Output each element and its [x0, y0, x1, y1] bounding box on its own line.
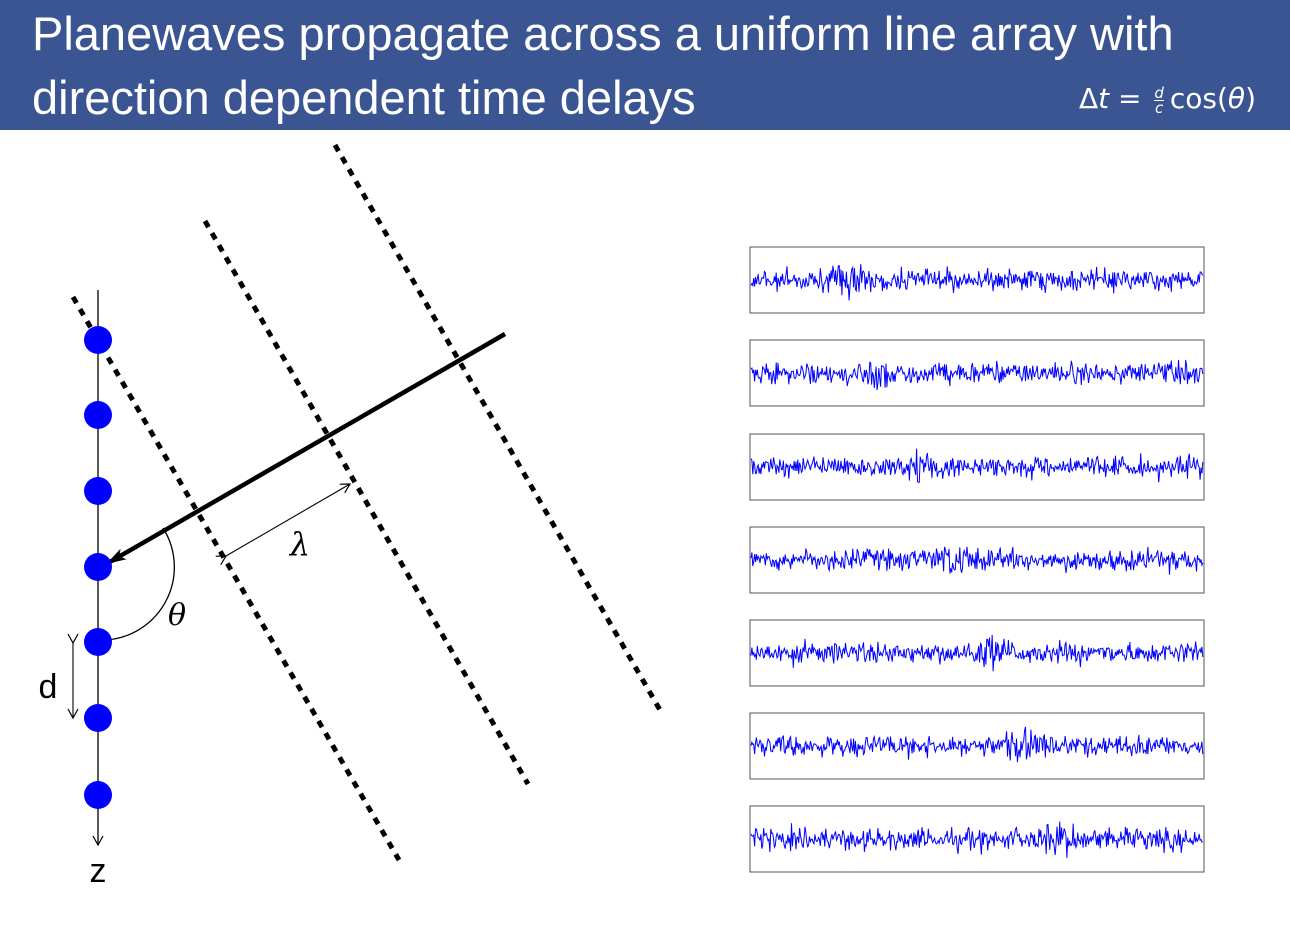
trace-panel-3 — [749, 433, 1205, 501]
formula-close: ) — [1245, 82, 1256, 115]
slide-title-line-1: Planewaves propagate across a uniform li… — [32, 7, 1174, 60]
formula-cos: cos( — [1169, 82, 1228, 115]
formula-denominator: c — [1154, 98, 1164, 117]
trace-panel-5 — [749, 619, 1205, 687]
formula-t: t — [1098, 82, 1110, 115]
propagation-arrow — [106, 332, 507, 565]
trace-signal — [750, 359, 1204, 391]
trace-signal — [750, 821, 1204, 858]
sensor-5 — [84, 628, 112, 656]
trace-panel-2 — [749, 339, 1205, 407]
sensor-group — [84, 326, 112, 809]
sensor-2 — [84, 401, 112, 429]
wavefront-1 — [70, 295, 402, 862]
theta-arc — [97, 527, 175, 641]
trace-signal — [750, 726, 1204, 763]
wavelength-dimension — [215, 483, 352, 566]
trace-panel-7 — [749, 805, 1205, 873]
trace-panel-1 — [749, 246, 1205, 314]
trace-signal — [750, 634, 1204, 672]
wavefront-3 — [332, 143, 663, 712]
axis-z-label: z — [90, 852, 107, 890]
wavefront-2 — [202, 219, 531, 786]
formula-theta: θ — [1227, 82, 1246, 115]
slide-title-line-2: direction dependent time delays — [32, 71, 696, 124]
sensor-3 — [84, 477, 112, 505]
spacing-label: d — [39, 668, 58, 706]
sensor-4 — [84, 553, 112, 581]
trace-signal — [750, 546, 1204, 575]
trace-signal — [750, 448, 1204, 483]
slide-header: Planewaves propagate across a uniform li… — [0, 0, 1290, 130]
trace-panel-6 — [749, 712, 1205, 780]
sensor-7 — [84, 781, 112, 809]
wavelength-label: λ — [288, 525, 310, 563]
formula-numerator: d — [1154, 83, 1164, 102]
sensor-6 — [84, 704, 112, 732]
trace-panel-4 — [749, 526, 1205, 594]
trace-signal — [750, 264, 1204, 301]
formula-equals: = — [1109, 82, 1151, 115]
formula-delta: Δ — [1078, 82, 1099, 115]
sensor-1 — [84, 326, 112, 354]
theta-label: θ — [168, 598, 186, 633]
